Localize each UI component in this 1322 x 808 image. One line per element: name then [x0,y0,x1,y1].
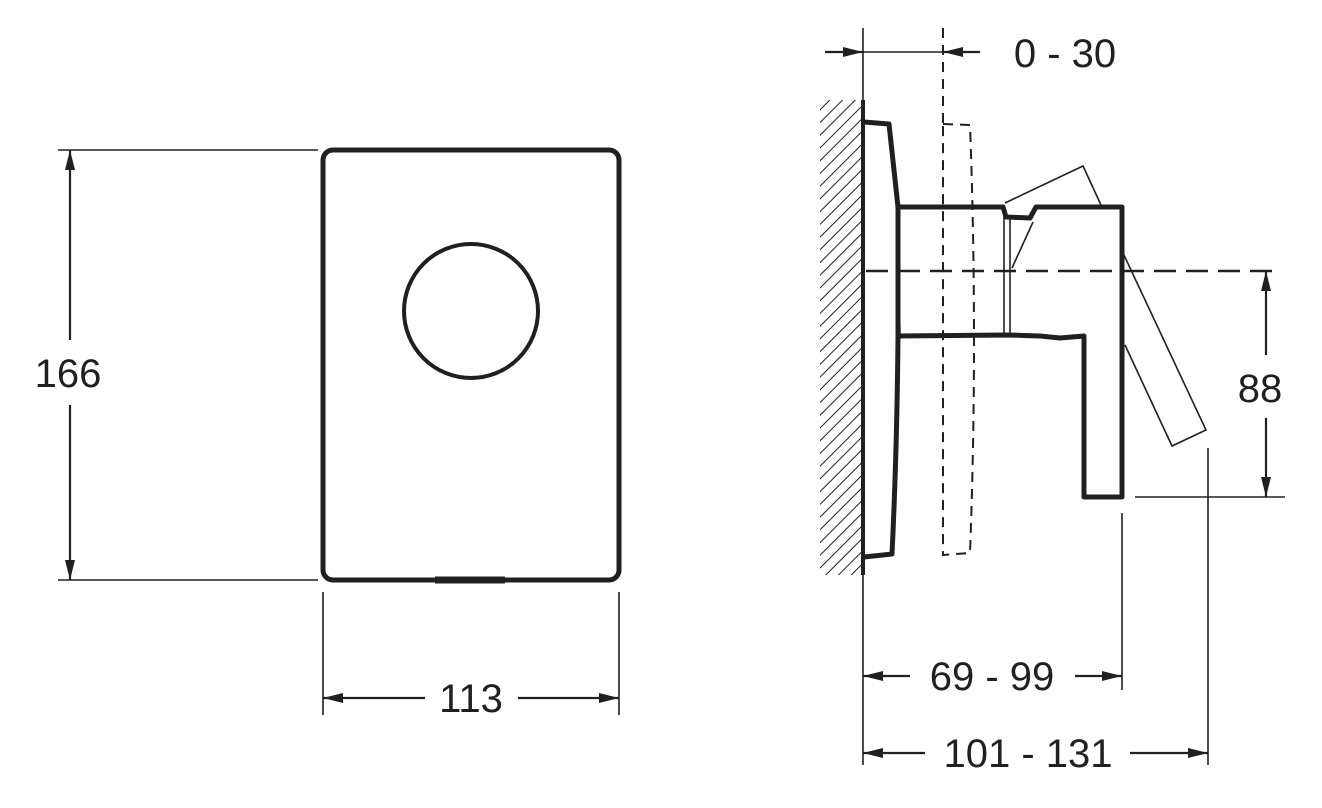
offset-plate-ghost [942,122,975,557]
handle-knob-circle [402,242,540,380]
cover-plate-front [320,147,622,583]
side-view: 0 - 30 88 69 - 99 101 - 131 [820,28,1285,776]
mixer-body [897,204,1125,500]
width-label: 113 [439,677,503,721]
total-depth-dimension: 101 - 131 [863,448,1209,776]
offset-label: 0 - 30 [1014,32,1116,76]
cover-plate-side [863,119,901,560]
wall-hatching [820,100,863,575]
front-view: 166 113 [35,147,622,721]
width-dimension: 113 [322,592,620,721]
body-depth-dimension: 69 - 99 [863,513,1123,699]
centerline-height-label: 88 [1238,367,1283,411]
body-depth-label: 69 - 99 [930,655,1055,699]
lever-upper-position [1004,164,1102,206]
centerline-height-dimension: 88 [1135,271,1285,498]
lever-lower-position [1122,252,1208,448]
height-label: 166 [35,352,102,396]
offset-dimension: 0 - 30 [825,32,1116,76]
total-depth-label: 101 - 131 [943,732,1112,776]
height-dimension: 166 [35,149,318,581]
